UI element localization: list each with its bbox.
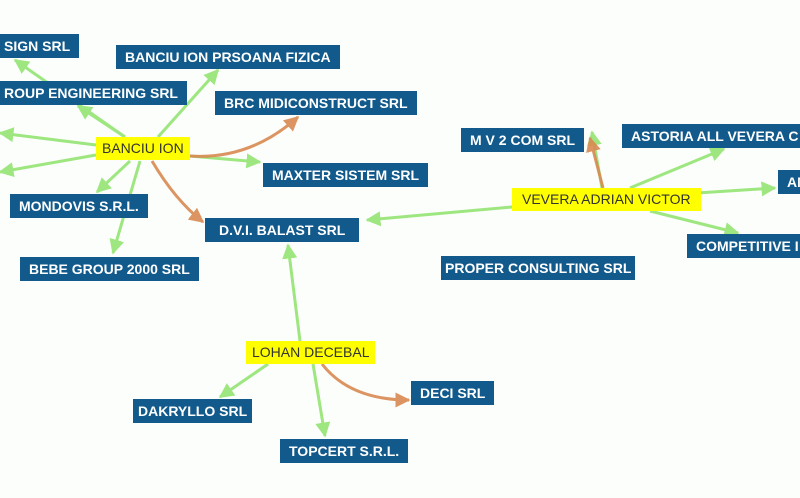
- company-node[interactable]: BANCIU ION PRSOANA FIZICA: [116, 45, 340, 69]
- edge: [365, 205, 513, 227]
- edge: [95, 159, 132, 194]
- company-node[interactable]: COMPETITIVE I: [687, 234, 800, 258]
- edge: [282, 243, 302, 342]
- company-node[interactable]: MONDOVIS S.R.L.: [10, 194, 148, 218]
- edge-highlight: [150, 160, 205, 224]
- company-node[interactable]: DECI SRL: [411, 381, 495, 405]
- company-node[interactable]: MAXTER SISTEM SRL: [263, 163, 429, 187]
- company-node[interactable]: BEBE GROUP 2000 SRL: [20, 257, 199, 281]
- company-node[interactable]: ASTORIA ALL VEVERA C: [622, 124, 800, 148]
- person-node[interactable]: VEVERA ADRIAN VICTOR: [512, 188, 701, 211]
- company-node[interactable]: SIGN SRL: [0, 34, 80, 58]
- company-node[interactable]: PROPER CONSULTING SRL: [441, 256, 636, 280]
- company-node[interactable]: ROUP ENGINEERING SRL: [0, 81, 187, 105]
- company-node[interactable]: D.V.I. BALAST SRL: [205, 218, 360, 242]
- person-node[interactable]: LOHAN DECEBAL: [246, 341, 376, 364]
- edge-highlight: [586, 136, 605, 189]
- edge: [696, 181, 777, 197]
- edge: [649, 209, 740, 238]
- edge: [311, 363, 331, 438]
- company-node[interactable]: TOPCERT S.R.L.: [280, 439, 409, 463]
- edge: [156, 68, 220, 139]
- edge: [76, 104, 126, 139]
- person-node[interactable]: BANCIU ION: [96, 137, 190, 160]
- edge-highlight: [320, 363, 411, 408]
- company-node[interactable]: BRC MIDICONSTRUCT SRL: [215, 91, 417, 115]
- company-node[interactable]: DAKRYLLO SRL: [133, 399, 253, 423]
- edge: [0, 127, 97, 147]
- edge: [0, 153, 97, 178]
- edge: [629, 147, 726, 190]
- edge: [218, 362, 269, 399]
- company-node[interactable]: AM: [778, 170, 800, 194]
- edge-highlight: [189, 115, 300, 158]
- company-node[interactable]: M V 2 COM SRL: [461, 128, 585, 152]
